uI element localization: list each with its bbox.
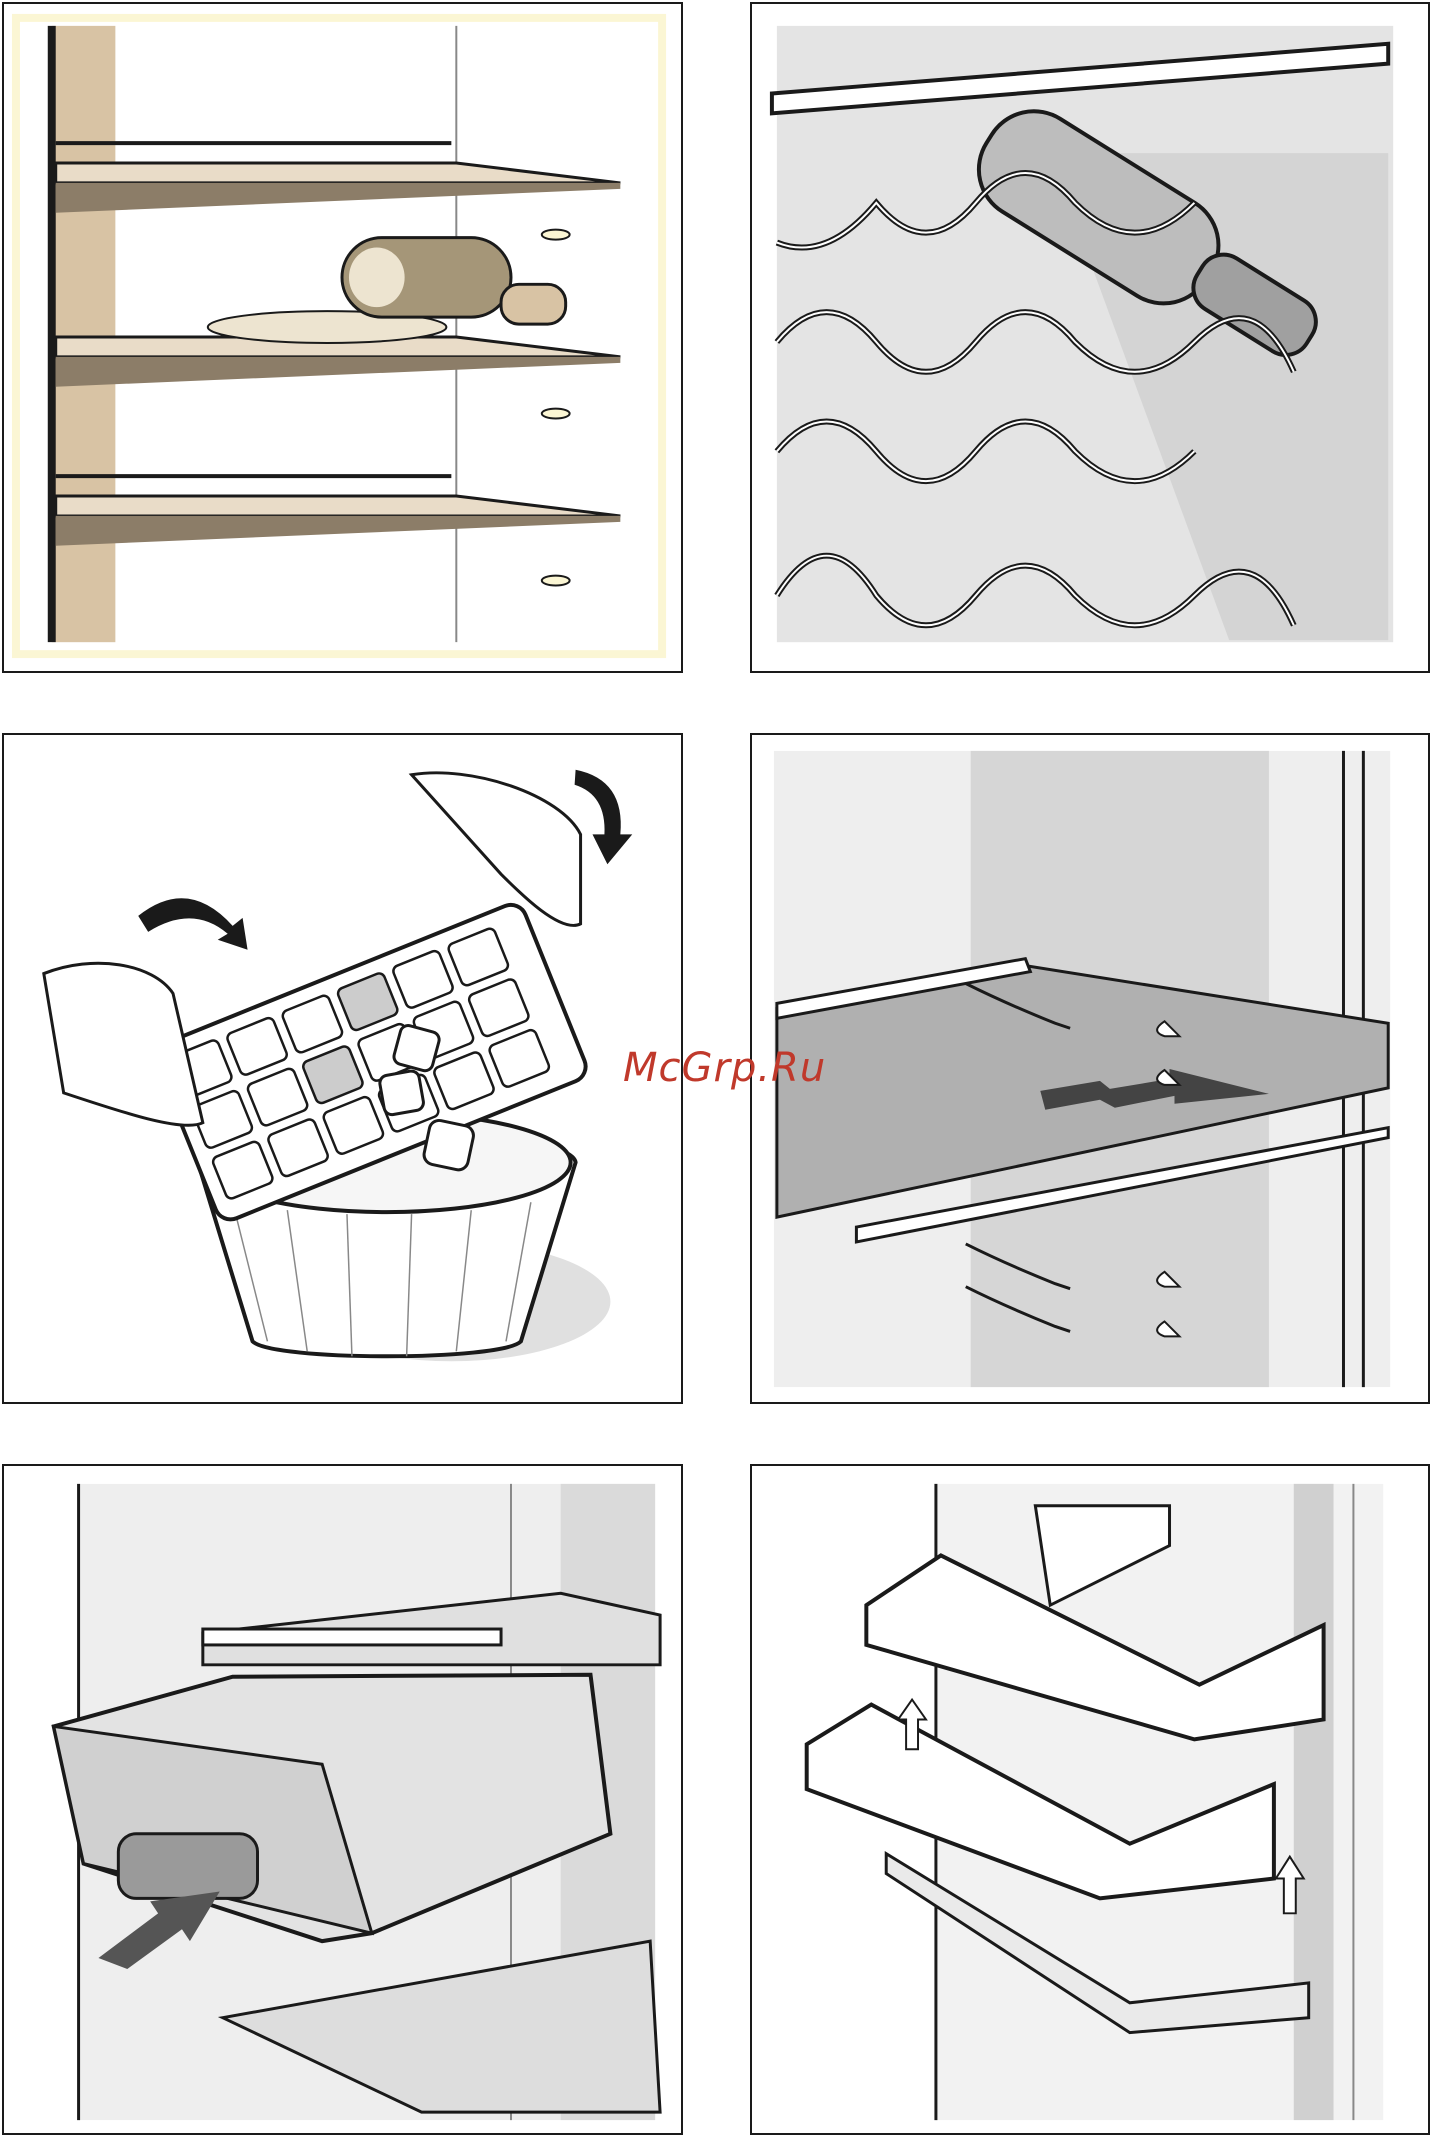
panel-vegetable-drawer bbox=[2, 1464, 683, 2135]
panel-door-shelves bbox=[750, 1464, 1430, 2135]
wine-rack-illustration bbox=[752, 4, 1428, 671]
door-shelf-lift-illustration bbox=[752, 1466, 1428, 2133]
panel-bottle-rack bbox=[750, 2, 1430, 673]
watermark-text: McGrp.Ru bbox=[623, 1045, 826, 1091]
panel-shelf-removal bbox=[750, 733, 1430, 1404]
ice-cube-tray-illustration bbox=[4, 735, 681, 1402]
crisper-drawer-illustration bbox=[4, 1466, 681, 2133]
glass-shelf-slide-illustration bbox=[752, 735, 1428, 1402]
panel-shelves-with-bottle bbox=[2, 2, 683, 673]
bottle-on-shelf-illustration bbox=[4, 4, 681, 671]
panel-ice-tray bbox=[2, 733, 683, 1404]
